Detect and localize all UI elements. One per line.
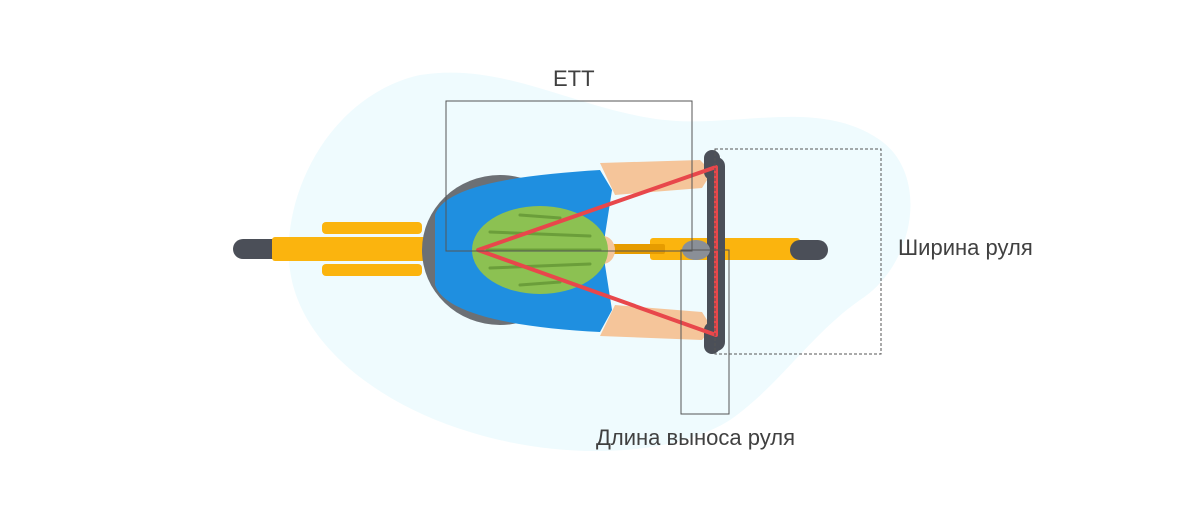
arms: [600, 160, 712, 340]
rear-wheel: [233, 222, 432, 276]
upper-arm-left: [600, 160, 712, 195]
rider: [422, 170, 615, 332]
rear-frame: [272, 237, 432, 261]
handlebar-width-dimension-box: [714, 148, 882, 355]
front-tire: [790, 240, 828, 260]
stem-length-label: Длина выноса руля: [596, 425, 796, 450]
dimension-guides: [445, 100, 882, 415]
helmet-vents: [485, 213, 602, 287]
fit-triangle: [476, 165, 718, 337]
rear-rack-top: [322, 222, 422, 234]
ett-dimension-box: [445, 100, 693, 252]
ett-label: ETT: [553, 66, 595, 91]
handlebar-width-label: Ширина руля: [898, 235, 1033, 260]
rear-tire: [233, 239, 283, 259]
rear-rack-bottom: [322, 264, 422, 276]
lower-arm-right: [600, 305, 712, 340]
stem-length-dimension-box: [680, 249, 730, 415]
